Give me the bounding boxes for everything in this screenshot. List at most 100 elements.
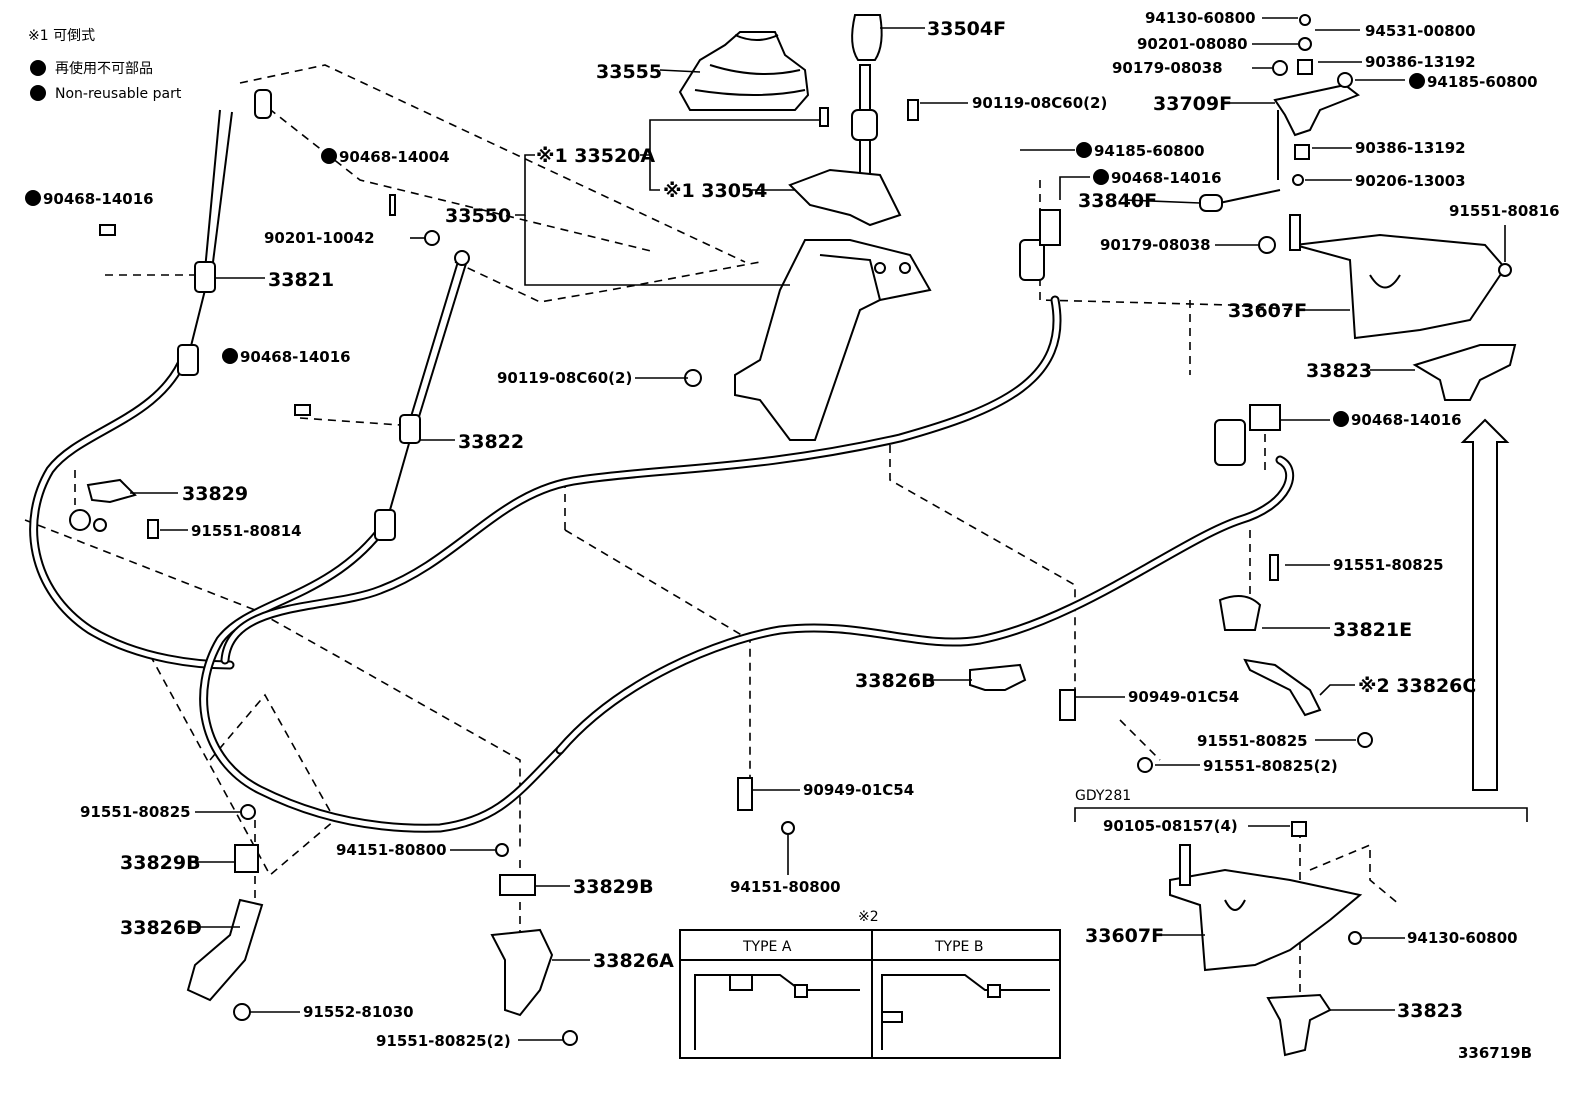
label-91551-80825-c: 91551-80825 <box>80 803 191 821</box>
label-33826B: 33826B <box>855 670 936 692</box>
bracket-33826C <box>1243 658 1322 717</box>
nonreusable-dot-icon <box>222 348 238 364</box>
label-33821E: 33821E <box>1333 619 1412 641</box>
lower-left-brackets <box>69 224 795 1046</box>
inset-marker: ※2 <box>858 909 879 925</box>
label-33555: 33555 <box>596 61 662 83</box>
leader-lines <box>130 17 1506 1041</box>
label-91551-80814: 91551-80814 <box>191 522 302 540</box>
arrow-up-icon <box>1460 418 1510 791</box>
lever-bracket <box>788 168 902 227</box>
shift-cables <box>29 89 1294 833</box>
label-94130-60800-a: 94130-60800 <box>1145 9 1256 27</box>
label-33823-b: 33823 <box>1397 1000 1463 1022</box>
label-90468-14016-d: 90468-14016 <box>1351 411 1462 429</box>
label-91551-80825-b: 91551-80825 <box>1197 732 1308 750</box>
nonreusable-dot-icon <box>30 60 46 76</box>
label-90179-08038-b: 90179-08038 <box>1100 236 1211 254</box>
label-33550: 33550 <box>445 205 511 227</box>
label-90386-13192-a: 90386-13192 <box>1365 53 1476 71</box>
label-90179-08038-a: 90179-08038 <box>1112 59 1223 77</box>
type-a-profile <box>694 974 860 1050</box>
label-33607F-a: 33607F <box>1228 300 1307 322</box>
label-90201-08080: 90201-08080 <box>1137 35 1248 53</box>
label-90119-top: 90119-08C60(2) <box>972 94 1107 112</box>
bracket-33826D <box>186 898 264 1002</box>
label-94531-00800: 94531-00800 <box>1365 22 1476 40</box>
label-33829: 33829 <box>182 483 248 505</box>
cable-bracket-upper <box>1294 233 1507 340</box>
inset-type-b: TYPE B <box>934 939 983 955</box>
label-90119-mid: 90119-08C60(2) <box>497 369 632 387</box>
bracket-33826A <box>490 928 554 1017</box>
legend-nonreusable-en: Non-reusable part <box>55 86 182 102</box>
label-33821: 33821 <box>268 269 334 291</box>
shift-lever-base <box>734 239 932 441</box>
cable-clamp-33821E <box>1218 595 1262 631</box>
type-inset: ※2 TYPE A TYPE B <box>679 909 1061 1059</box>
label-33826A: 33826A <box>593 950 674 972</box>
part-labels: 33504F 33555 ※1 33520A ※1 33054 33550 90… <box>25 9 1560 1062</box>
clip-33829B-left <box>234 844 259 873</box>
label-90468-14016-c: 90468-14016 <box>1111 169 1222 187</box>
label-33826D: 33826D <box>120 917 202 939</box>
bracket-33826B <box>969 663 1027 691</box>
label-91551-80816: 91551-80816 <box>1449 202 1560 220</box>
gdy281-variant: GDY281 <box>1074 788 1528 1057</box>
label-90468-14016-b: 90468-14016 <box>240 348 351 366</box>
label-94185-60800-a: 94185-60800 <box>1094 142 1205 160</box>
label-33840F: 33840F <box>1078 190 1157 212</box>
variant-code: GDY281 <box>1075 788 1131 804</box>
shift-knob <box>851 14 883 61</box>
transmission-linkage <box>969 14 1517 773</box>
nonreusable-dot-icon <box>1333 411 1349 427</box>
label-33607F-b: 33607F <box>1085 925 1164 947</box>
cable-bracket-33823-lower <box>1266 993 1332 1057</box>
label-90201-10042: 90201-10042 <box>264 229 375 247</box>
label-94151-80800-b: 94151-80800 <box>730 878 841 896</box>
nonreusable-dot-icon <box>321 148 337 164</box>
label-33520A: ※1 33520A <box>536 145 655 167</box>
legend-nonreusable-jp: 再使用不可部品 <box>55 60 153 77</box>
label-94185-60800-b: 94185-60800 <box>1427 73 1538 91</box>
inset-type-a: TYPE A <box>742 939 792 955</box>
label-33826C: ※2 33826C <box>1358 675 1476 697</box>
selector-lever <box>1273 83 1361 137</box>
label-94130-60800-b: 94130-60800 <box>1407 929 1518 947</box>
clip-33829 <box>86 478 137 504</box>
cable-bracket-lower <box>1169 868 1363 972</box>
shift-lever-assembly <box>389 14 932 441</box>
label-33823-a: 33823 <box>1306 360 1372 382</box>
nonreusable-dot-icon <box>30 85 46 101</box>
label-91552-81030: 91552-81030 <box>303 1003 414 1021</box>
label-33829B-b: 33829B <box>573 876 654 898</box>
label-90949-01C54-b: 90949-01C54 <box>803 781 914 799</box>
clip-33829B-center <box>499 874 536 896</box>
label-90468-14004: 90468-14004 <box>339 148 450 166</box>
label-33709F: 33709F <box>1153 93 1232 115</box>
nonreusable-dot-icon <box>1093 169 1109 185</box>
cable-bracket-33823 <box>1412 344 1517 401</box>
label-91551-80825-2b: 91551-80825(2) <box>376 1032 511 1050</box>
label-94151-80800-a: 94151-80800 <box>336 841 447 859</box>
label-91551-80825-a: 91551-80825 <box>1333 556 1444 574</box>
label-33829B-a: 33829B <box>120 852 201 874</box>
label-90105-08157: 90105-08157(4) <box>1103 817 1238 835</box>
shift-boot <box>678 31 810 111</box>
label-90468-14016-a: 90468-14016 <box>43 190 154 208</box>
label-90206-13003: 90206-13003 <box>1355 172 1466 190</box>
label-90386-13192-b: 90386-13192 <box>1355 139 1466 157</box>
nonreusable-dot-icon <box>25 190 41 206</box>
diagram-id: 336719B <box>1458 1044 1532 1062</box>
label-90949-01C54-a: 90949-01C54 <box>1128 688 1239 706</box>
label-33504F: 33504F <box>927 18 1006 40</box>
legend-note-1: ※1 可倒式 <box>28 28 95 44</box>
type-b-profile <box>881 974 1050 1050</box>
label-33822: 33822 <box>458 431 524 453</box>
label-33054: ※1 33054 <box>663 180 767 202</box>
nonreusable-dot-icon <box>1076 142 1092 158</box>
nonreusable-dot-icon <box>1409 73 1425 89</box>
legend: ※1 可倒式 再使用不可部品 Non-reusable part <box>28 28 182 102</box>
label-91551-80825-2a: 91551-80825(2) <box>1203 757 1338 775</box>
